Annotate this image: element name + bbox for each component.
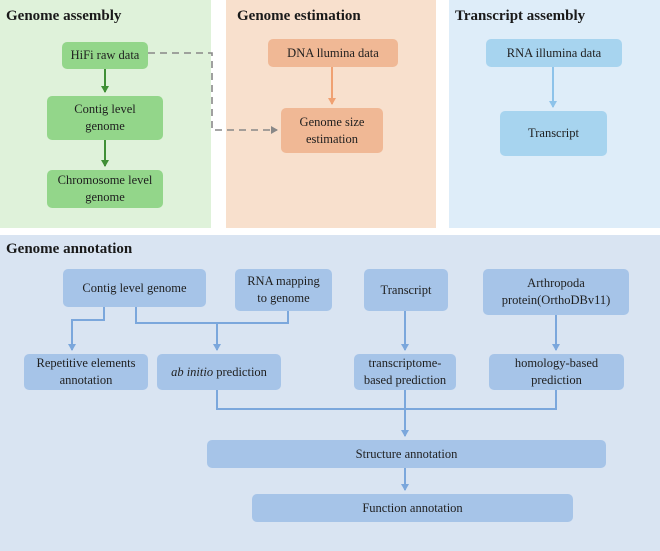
hifi-raw-data-node: HiFi raw data bbox=[62, 42, 148, 69]
genome-size-estimation-node: Genome size estimation bbox=[281, 108, 383, 153]
transcriptome-based-prediction-node: transcriptome- based prediction bbox=[354, 354, 456, 390]
annotation-transcript-label: Transcript bbox=[380, 282, 432, 297]
transcript-assembly-transcript-label: Transcript bbox=[528, 126, 579, 141]
transcriptome-based-prediction-label: transcriptome- based prediction bbox=[363, 356, 447, 387]
arrow-rna-mapping-to-ab-initio bbox=[217, 311, 289, 324]
arrow-contig-to-ab-initio bbox=[135, 307, 221, 351]
rna-illumina-data-label: RNA illumina data bbox=[506, 45, 602, 60]
function-annotation-node: Function annotation bbox=[252, 494, 573, 522]
hifi-raw-data-label: HiFi raw data bbox=[70, 48, 140, 63]
ab-initio-italic-text: ab initio bbox=[171, 364, 214, 379]
annotation-transcript-node: Transcript bbox=[364, 269, 448, 311]
dashed-arrow-hifi-to-genome-size bbox=[148, 52, 278, 134]
dna-llumina-data-label: DNA llumina data bbox=[287, 45, 379, 60]
ab-initio-rest-text: prediction bbox=[213, 364, 267, 379]
genome-estimation-title: Genome estimation bbox=[237, 8, 361, 24]
ab-initio-prediction-node: ab initio prediction bbox=[157, 354, 281, 390]
annotation-contig-level-genome-node: Contig level genome bbox=[63, 269, 206, 307]
rna-illumina-data-node: RNA illumina data bbox=[486, 39, 622, 67]
rna-mapping-label: RNA mapping to genome bbox=[247, 274, 320, 305]
repetitive-elements-label: Repetitive elements annotation bbox=[36, 356, 136, 387]
arthropoda-protein-label: Arthropoda protein(OrthoDBv11) bbox=[501, 276, 611, 307]
homology-based-prediction-node: homology-based prediction bbox=[489, 354, 624, 390]
contig-level-genome-label: Contig level genome bbox=[74, 102, 136, 133]
rna-mapping-node: RNA mapping to genome bbox=[235, 269, 332, 311]
genome-size-estimation-label: Genome size estimation bbox=[299, 114, 365, 146]
transcript-assembly-transcript-node: Transcript bbox=[500, 111, 607, 156]
structure-annotation-label: Structure annotation bbox=[355, 446, 458, 461]
chromosome-level-genome-node: Chromosome level genome bbox=[47, 170, 163, 208]
repetitive-elements-node: Repetitive elements annotation bbox=[24, 354, 148, 390]
dna-llumina-data-node: DNA llumina data bbox=[268, 39, 398, 67]
homology-based-prediction-label: homology-based prediction bbox=[514, 356, 599, 387]
contig-level-genome-node: Contig level genome bbox=[47, 96, 163, 140]
structure-annotation-node: Structure annotation bbox=[207, 440, 606, 468]
arrow-contig-to-repetitive bbox=[68, 307, 105, 351]
merge-line-predictions bbox=[216, 390, 557, 410]
ab-initio-prediction-label: ab initio prediction bbox=[171, 364, 267, 381]
arthropoda-protein-node: Arthropoda protein(OrthoDBv11) bbox=[483, 269, 629, 315]
genome-annotation-title: Genome annotation bbox=[6, 241, 133, 257]
function-annotation-label: Function annotation bbox=[362, 500, 463, 515]
genome-assembly-title: Genome assembly bbox=[6, 8, 122, 24]
transcript-assembly-title: Transcript assembly bbox=[455, 8, 586, 24]
chromosome-level-genome-label: Chromosome level genome bbox=[57, 173, 153, 204]
annotation-contig-level-genome-label: Contig level genome bbox=[82, 280, 187, 295]
